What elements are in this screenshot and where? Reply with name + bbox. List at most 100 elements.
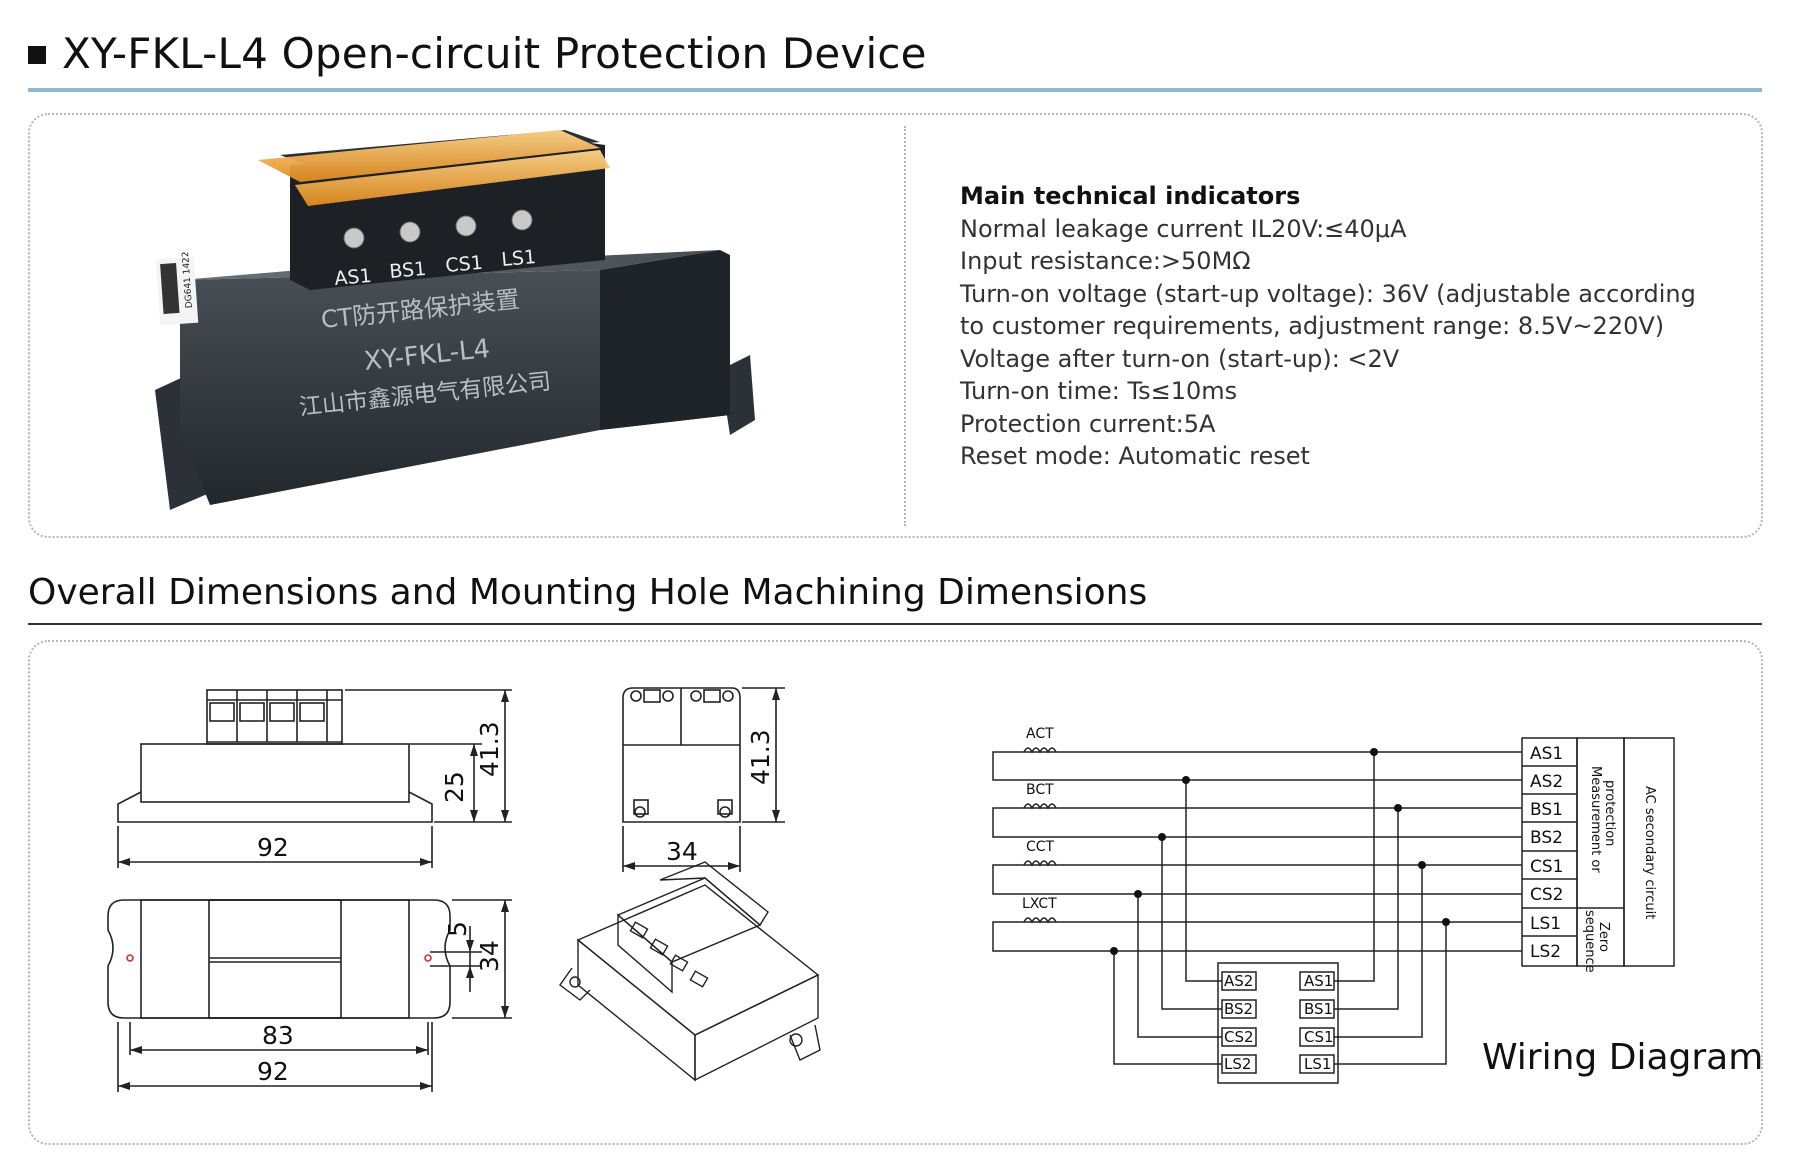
terminal-screw-2 — [399, 221, 421, 243]
wire-ls2 — [1113, 951, 1222, 1065]
ct-coil-lxct — [1023, 917, 1057, 924]
wire-bct — [992, 807, 1522, 838]
device-term-cs2: CS2 — [1224, 1028, 1254, 1046]
device-body — [180, 255, 730, 505]
ct-coil-bct — [1023, 803, 1057, 810]
strip-cs1: CS1 — [1530, 857, 1563, 877]
strip-bs2: BS2 — [1530, 828, 1563, 848]
top-flange-outline — [107, 899, 451, 1019]
ct-label-bct: BCT — [1026, 782, 1054, 798]
group-label-measurement-line2: protection — [1602, 780, 1617, 846]
strip-bs1: BS1 — [1530, 800, 1563, 820]
spec-heading: Main technical indicators — [960, 182, 1301, 210]
device-term-ls2: LS2 — [1224, 1055, 1251, 1073]
dim-top-hole-pitch: 83 — [262, 1021, 294, 1050]
terminal-label-bs1: BS1 — [389, 258, 428, 283]
wire-cs1 — [1334, 865, 1423, 1038]
spec-line-2: Input resistance:>50MΩ — [960, 247, 1251, 275]
dim-top-slot: 5 — [443, 921, 472, 937]
dimensions-panel — [28, 640, 1763, 1145]
group-label-zero-line2: sequence — [1582, 910, 1597, 973]
ct-coil-cct — [1023, 860, 1057, 867]
terminal-screw-3 — [455, 215, 477, 237]
qr-text: DG641 1422 — [181, 251, 195, 308]
spec-list: Main technical indicators Normal leakage… — [960, 180, 1696, 473]
wire-as1 — [1334, 752, 1375, 982]
panel-divider — [904, 126, 906, 526]
spec-line-3: Turn-on voltage (start-up voltage): 36V … — [960, 279, 1696, 308]
terminal-screw-1 — [343, 227, 365, 249]
page-title: XY-FKL-L4 Open-circuit Protection Device — [28, 20, 927, 88]
strip-ls2: LS2 — [1530, 942, 1561, 962]
device-term-bs1: BS1 — [1304, 1000, 1333, 1018]
wiring-diagram-title: Wiring Diagram — [1482, 1037, 1764, 1078]
side-view — [622, 687, 785, 872]
strip-cs2: CS2 — [1530, 885, 1563, 905]
wire-ls1 — [1334, 922, 1447, 1065]
ac-secondary-box — [1623, 737, 1675, 967]
dim-side-width: 34 — [666, 837, 698, 866]
group-label-measurement-line1: Measurement or — [1588, 766, 1603, 873]
side-body — [622, 687, 741, 823]
device-photo: DG641 1422 AS1 BS1 CS1 LS1 CT防开路保护装置 XY-… — [155, 130, 755, 510]
wiring-diagram: ACT BCT CCT LXCT AS1 AS2 BS1 BS2 CS1 CS2… — [992, 726, 1675, 1084]
device-side-face — [600, 250, 730, 430]
device-term-as2: AS2 — [1224, 972, 1253, 990]
wire-bs2 — [1161, 837, 1222, 1010]
ac-secondary-label: AC secondary circuit — [1642, 786, 1657, 919]
dim-front-width: 92 — [257, 833, 289, 862]
wire-cct — [992, 864, 1522, 895]
terminal-screw-4 — [511, 209, 533, 231]
terminal-cover-2 — [295, 150, 610, 206]
wire-as2 — [1185, 780, 1222, 982]
device-term-cs1: CS1 — [1304, 1028, 1334, 1046]
ct-label-lxct: LXCT — [1022, 896, 1057, 912]
device-term-ls1: LS1 — [1304, 1055, 1331, 1073]
dim-side-height: 41.3 — [746, 729, 775, 785]
title-underline — [28, 88, 1762, 92]
terminal-label-ls1: LS1 — [501, 246, 538, 271]
spec-line-1: Normal leakage current IL20V:≤40μA — [960, 214, 1407, 243]
bullet-square-icon — [28, 46, 46, 64]
spec-line-5: Voltage after turn-on (start-up): <2V — [960, 344, 1400, 373]
front-terminal-block — [206, 689, 343, 745]
strip-as2: AS2 — [1530, 772, 1563, 792]
strip-as1: AS1 — [1530, 744, 1563, 764]
device-term-as1: AS1 — [1304, 972, 1333, 990]
device-box — [1217, 962, 1339, 1084]
ct-coil-act — [1023, 747, 1057, 754]
iso-view — [559, 861, 821, 1082]
terminal-label-cs1: CS1 — [445, 252, 484, 277]
strip-ls1: LS1 — [1530, 914, 1561, 934]
section-underline — [28, 623, 1762, 625]
front-flange — [117, 791, 433, 823]
section-heading-dimensions: Overall Dimensions and Mounting Hole Mac… — [28, 572, 1148, 613]
terminal-label-as1: AS1 — [334, 265, 373, 290]
device-term-bs2: BS2 — [1224, 1000, 1253, 1018]
wire-cs2 — [1137, 894, 1222, 1038]
dim-front-body-height: 25 — [440, 771, 469, 803]
front-body — [140, 743, 410, 803]
dim-top-width: 92 — [257, 1057, 289, 1086]
iso-top-face — [576, 884, 820, 1036]
qr-code-icon — [160, 262, 180, 314]
spec-line-4: to customer requirements, adjustment ran… — [960, 312, 1665, 340]
dim-front-total-height: 41.3 — [475, 721, 504, 777]
product-panel — [28, 113, 1763, 538]
iso-terminal-block — [616, 877, 762, 963]
ct-label-act: ACT — [1026, 726, 1054, 742]
page-title-text: XY-FKL-L4 Open-circuit Protection Device — [62, 29, 927, 78]
spec-line-7: Protection current:5A — [960, 409, 1216, 438]
ct-label-cct: CCT — [1026, 839, 1055, 855]
terminal-cover-1 — [258, 130, 600, 182]
wire-bs1 — [1334, 808, 1399, 1010]
top-body — [140, 899, 410, 1019]
wire-act — [992, 751, 1522, 781]
group-label-zero-line1: Zero — [1596, 922, 1611, 952]
spec-line-8: Reset mode: Automatic reset — [960, 442, 1310, 470]
wire-lxct — [992, 921, 1522, 952]
dim-top-depth: 34 — [475, 940, 504, 972]
spec-line-6: Turn-on time: Ts≤10ms — [960, 377, 1238, 405]
front-view — [117, 689, 512, 868]
